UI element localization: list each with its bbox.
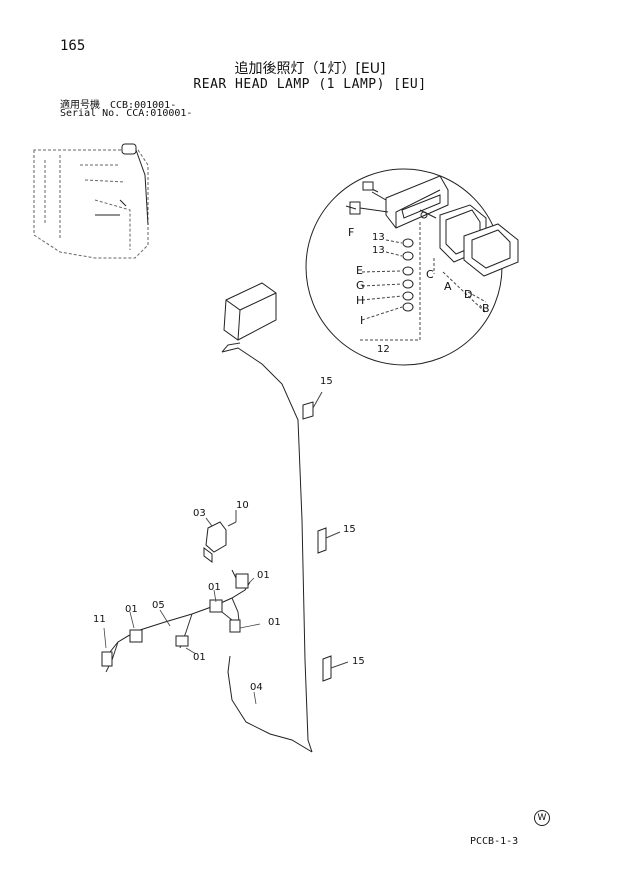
harness-04 [227,655,313,753]
label-g: G [356,279,365,292]
callout-05: 05 [152,600,165,611]
page-title-english: REAR HEAD LAMP (1 LAMP) [EU] [193,77,427,92]
page-number: 165 [60,38,86,54]
page-title-japanese: 追加後照灯（1灯）[EU] [234,61,386,77]
label-c: C [426,268,434,281]
callout-10: 10 [236,500,249,511]
label-d: D [464,288,472,301]
serial-range-english: Serial No. CCA:010001- [60,108,193,119]
callout-01-c: 01 [268,617,281,628]
label-13a: 13 [372,232,385,243]
lamp-harness [221,347,313,753]
label-i: I [360,314,363,327]
serial-range-japanese: 適用号機 CCB:001001- [60,100,177,111]
callout-15-mid: 15 [343,524,356,535]
inset-bezel [463,223,519,277]
inset-hardware [402,238,414,312]
mini-lamp-icon [121,143,137,155]
machine-outline [33,149,149,259]
connectors [101,569,249,667]
callout-01-a: 01 [208,582,221,593]
label-b: B [482,302,490,315]
document-code: PCCB-1-3 [470,836,519,847]
label-a: A [444,280,452,293]
relay [203,521,227,563]
callout-03: 03 [193,508,206,519]
callout-15-bottom: 15 [352,656,365,667]
w-mark-symbol: W [534,810,550,826]
label-e: E [356,264,363,277]
rear-head-lamp [223,282,277,341]
callout-04: 04 [250,682,263,693]
label-13b: 13 [372,245,385,256]
inset-lamp-housing [362,175,449,229]
callout-11: 11 [93,614,106,625]
label-h: H [356,294,364,307]
label-f: F [348,226,354,239]
callout-01-e: 01 [193,652,206,663]
callout-01-d: 01 [125,604,138,615]
label-12: 12 [377,344,390,355]
clamp-bracket [302,401,332,682]
callout-01-b: 01 [257,570,270,581]
callout-15-top: 15 [320,376,333,387]
sub-harness [109,581,251,653]
